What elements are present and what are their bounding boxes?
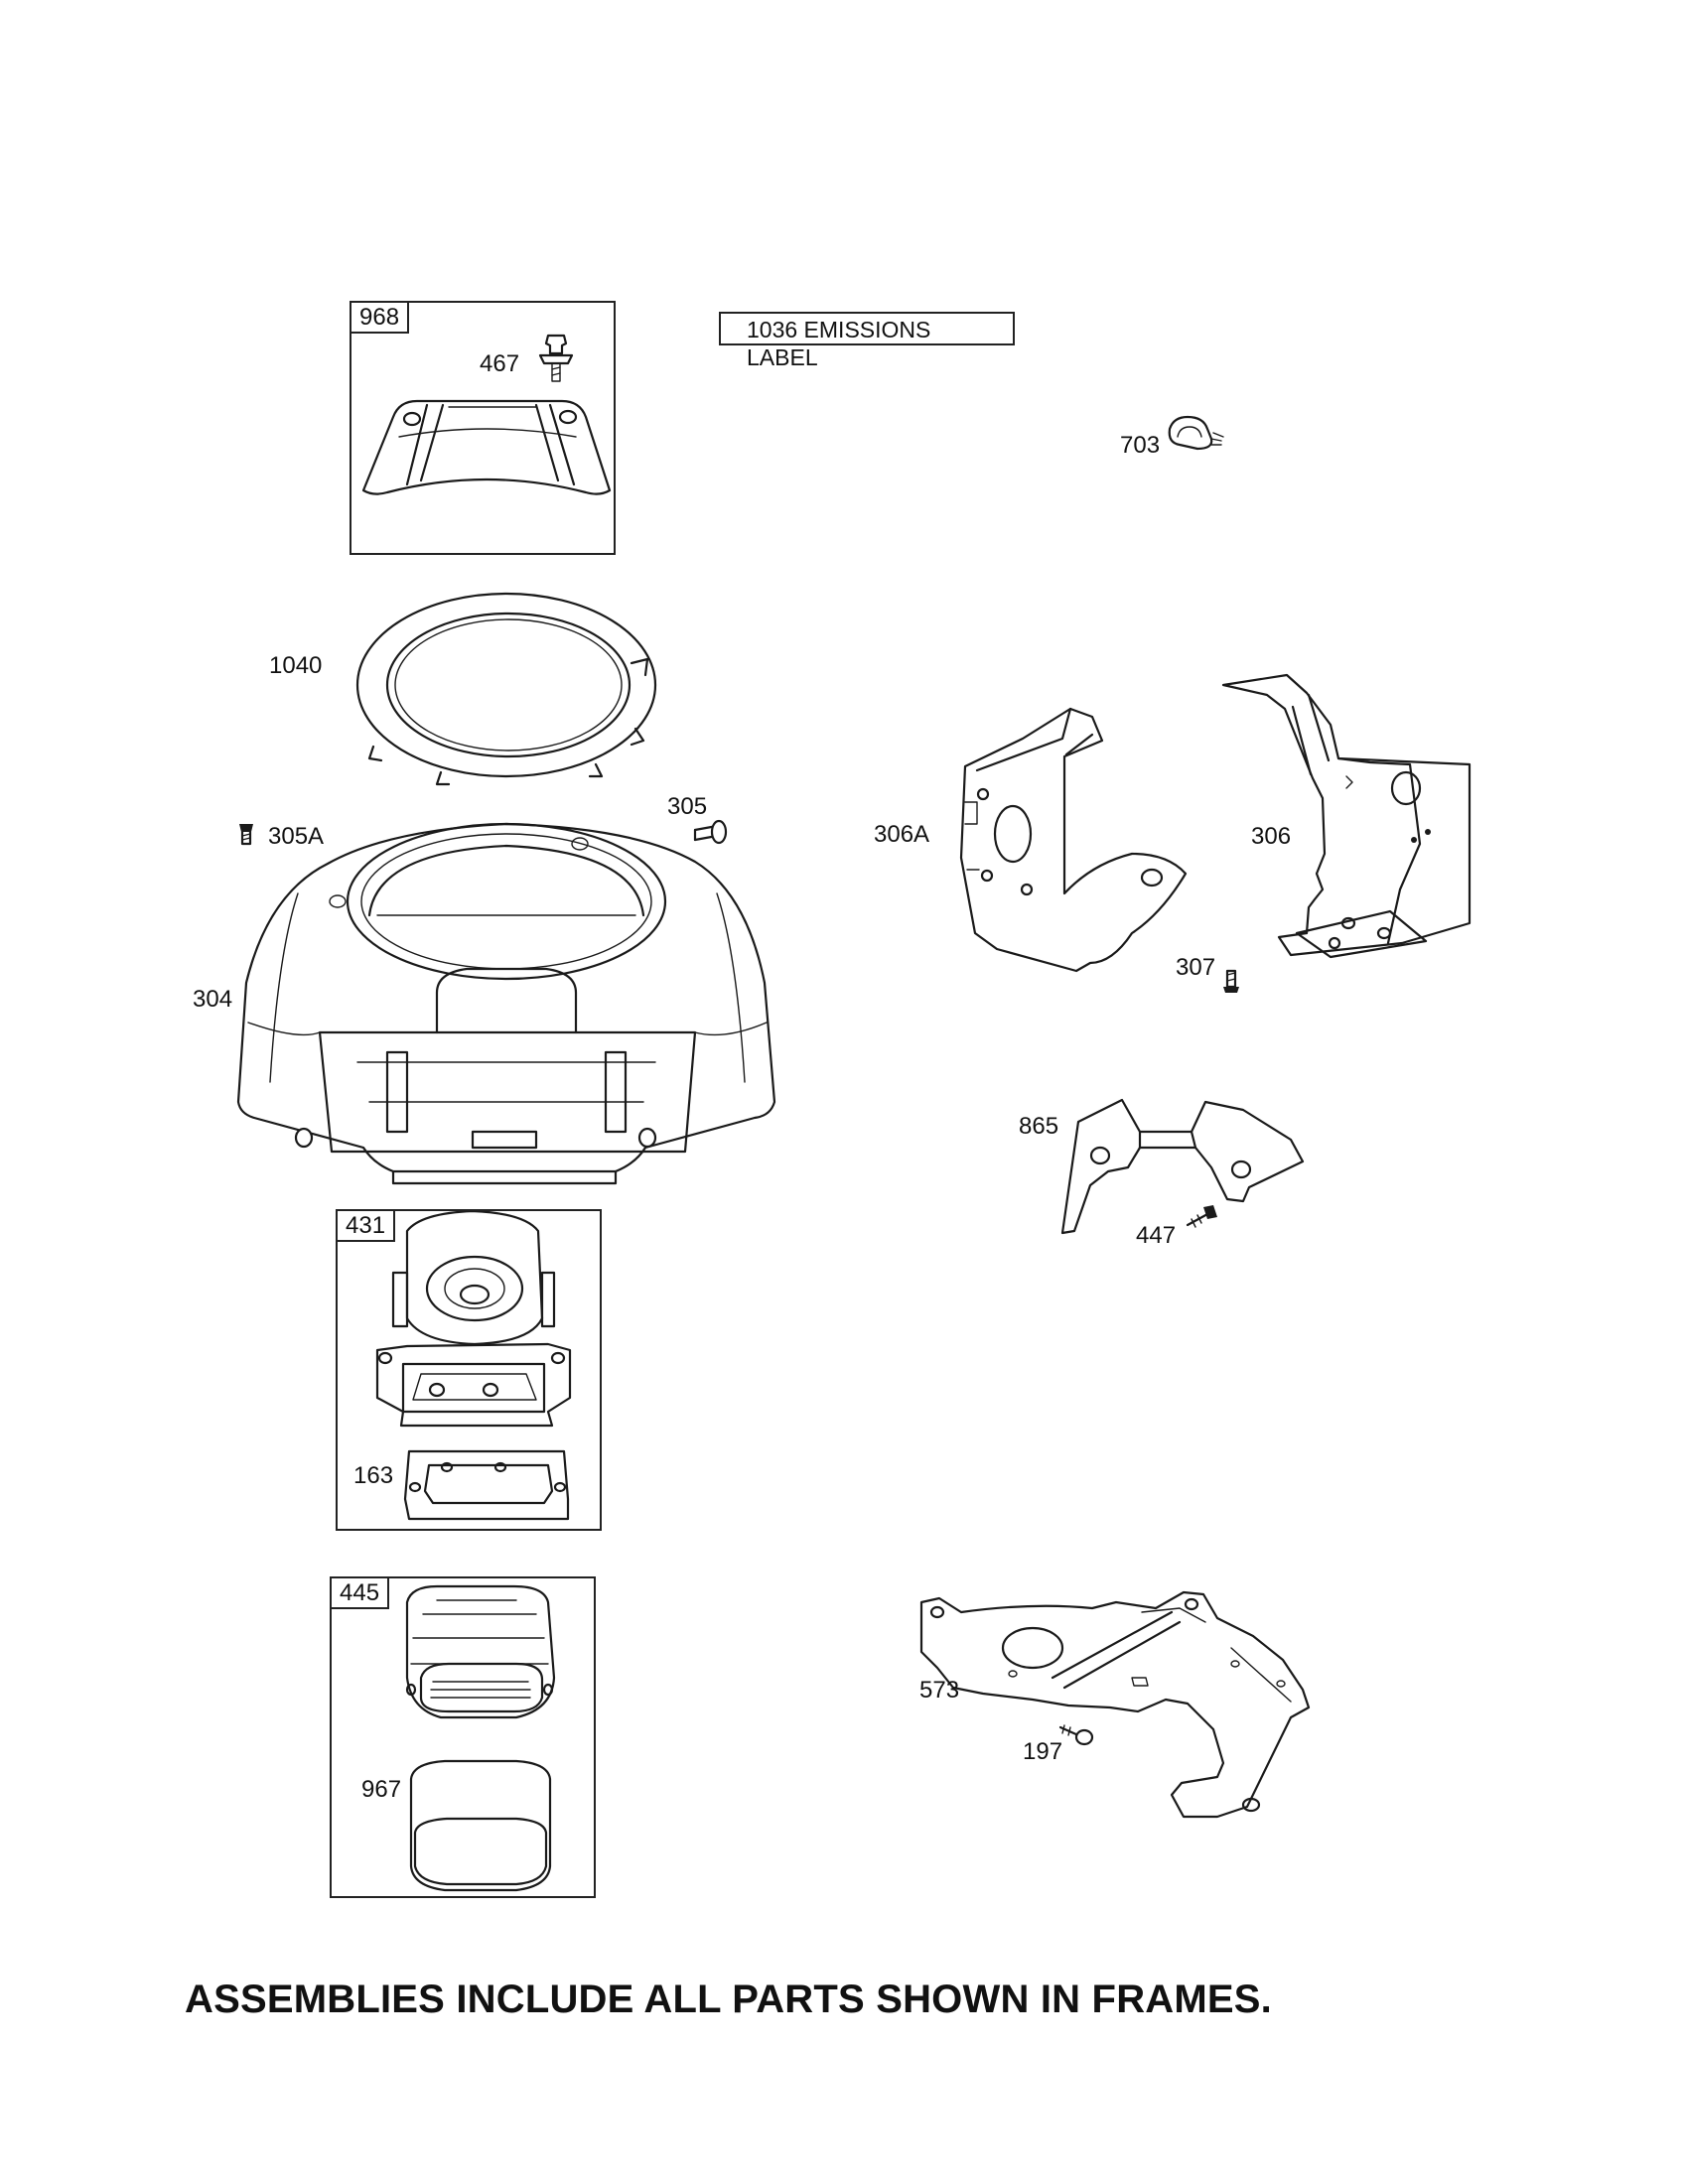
part-163-gasket	[403, 1449, 570, 1521]
callout-163: 163	[353, 1462, 394, 1489]
frame-431: 431	[336, 1209, 602, 1531]
callout-967: 967	[361, 1776, 402, 1803]
part-306-shroud	[1221, 673, 1472, 959]
part-304-blower-housing	[236, 822, 776, 1185]
part-197-screw	[1058, 1724, 1094, 1746]
callout-1040: 1040	[269, 652, 323, 679]
part-431-air-cleaner	[375, 1209, 572, 1428]
callout-305: 305	[667, 793, 708, 820]
assemblies-footer-note: ASSEMBLIES INCLUDE ALL PARTS SHOWN IN FR…	[185, 1978, 1272, 2021]
part-968-top-cover	[361, 399, 612, 495]
callout-447: 447	[1136, 1222, 1177, 1249]
part-467-screw	[538, 334, 574, 382]
part-307-screw	[1223, 969, 1239, 993]
part-305-bolt	[693, 819, 728, 845]
frame-968: 968	[350, 301, 616, 555]
part-305a-screw	[239, 824, 253, 846]
part-865-deflector	[1060, 1098, 1305, 1235]
frame-445: 445	[330, 1576, 596, 1898]
callout-305a: 305A	[268, 823, 325, 850]
callout-197: 197	[1023, 1738, 1063, 1765]
callout-306a: 306A	[874, 821, 930, 848]
callout-306: 306	[1251, 823, 1292, 850]
callout-304: 304	[193, 986, 233, 1013]
part-445-air-filter	[405, 1584, 556, 1719]
frame-968-tag: 968	[351, 303, 410, 334]
frame-431-tag: 431	[338, 1211, 396, 1242]
part-447-screw	[1186, 1205, 1217, 1228]
part-573-baffle	[919, 1590, 1311, 1819]
part-703-clip	[1168, 415, 1224, 451]
callout-703: 703	[1120, 432, 1161, 459]
part-306a-shroud	[959, 707, 1188, 973]
emissions-label-box: 1036 EMISSIONS LABEL	[719, 312, 1015, 370]
callout-573: 573	[919, 1677, 960, 1704]
callout-865: 865	[1019, 1113, 1059, 1140]
frame-445-tag: 445	[332, 1578, 390, 1609]
callout-307: 307	[1176, 954, 1216, 981]
part-967-precleaner	[409, 1759, 552, 1892]
part-1040-ring	[355, 592, 657, 786]
callout-467: 467	[480, 350, 520, 377]
emissions-label-text: 1036 EMISSIONS LABEL	[747, 317, 931, 370]
